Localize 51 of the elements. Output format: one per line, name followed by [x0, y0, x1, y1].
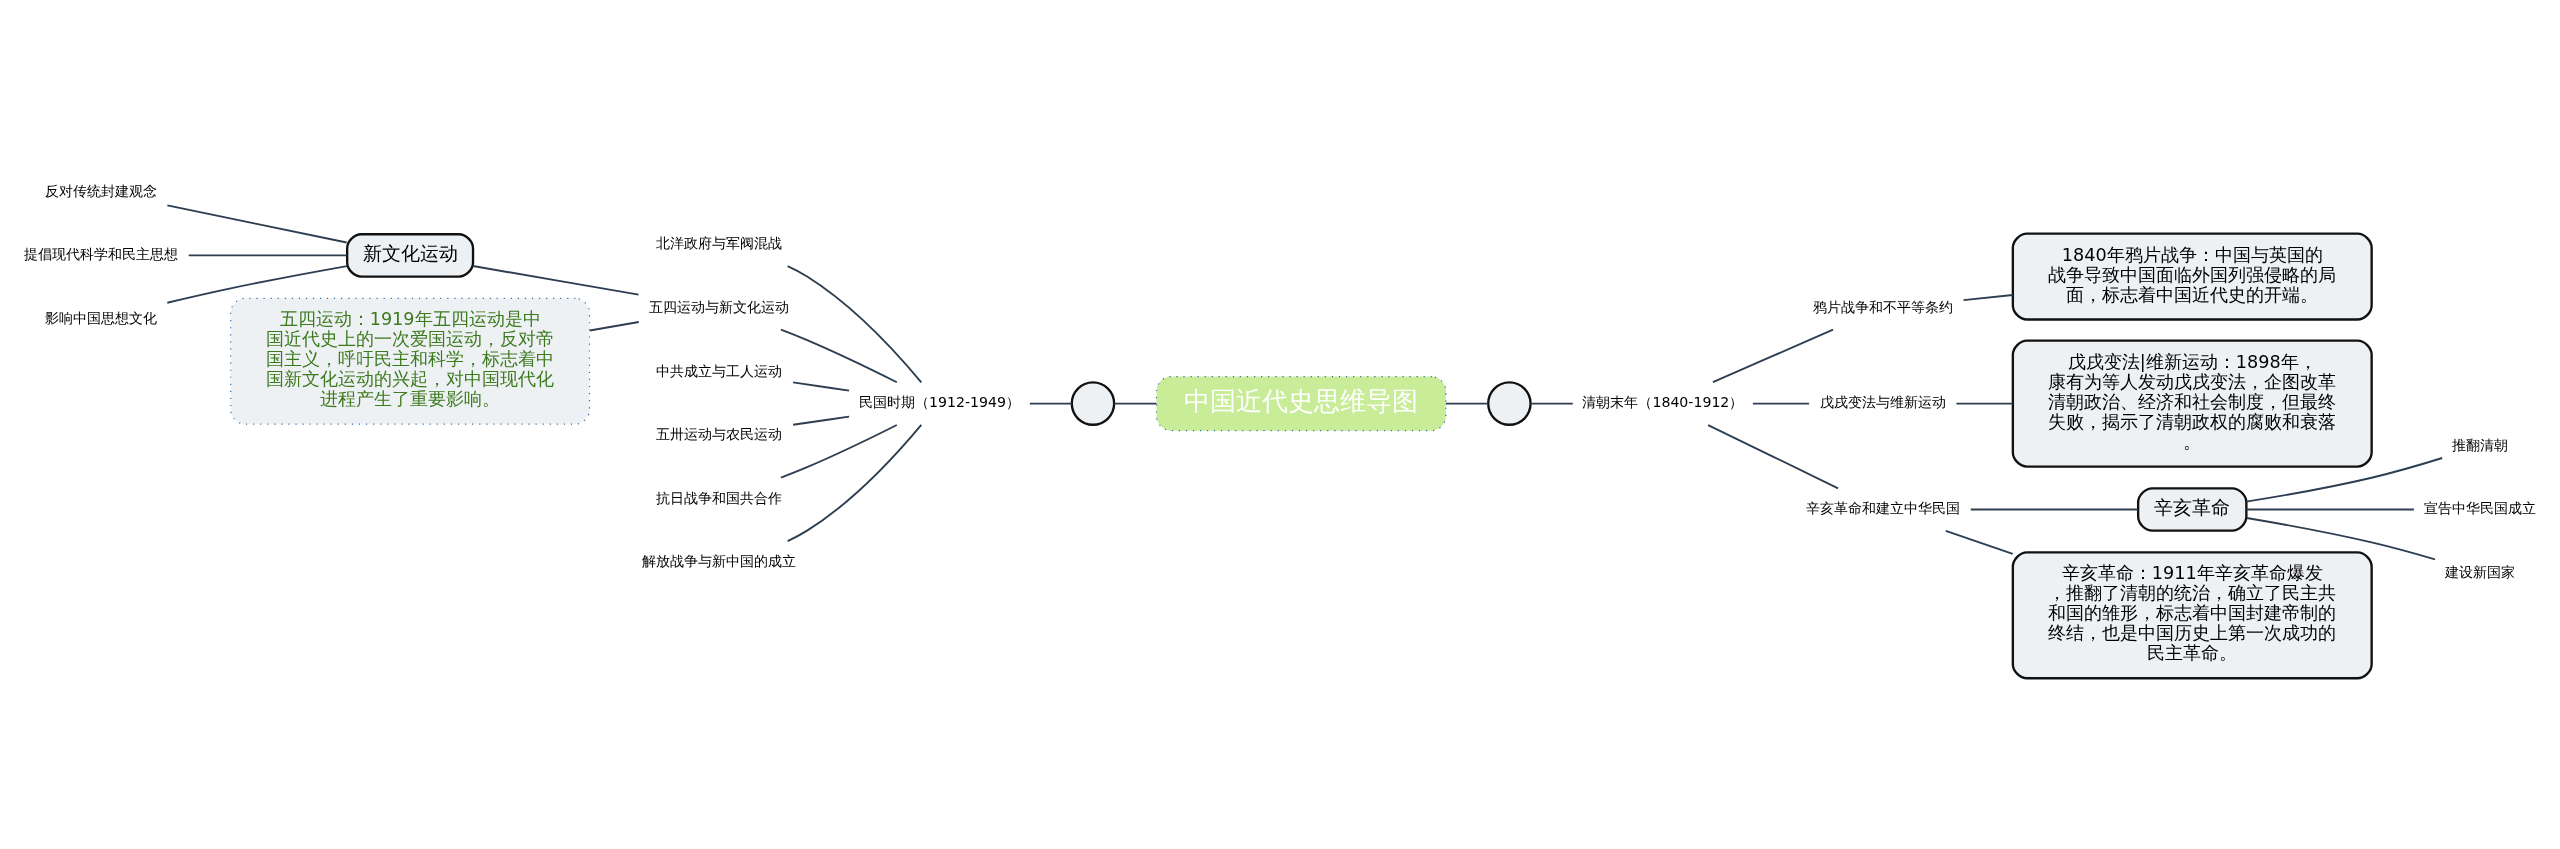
node-text: 戊戌变法与维新运动 — [1819, 394, 1946, 411]
connector — [786, 265, 923, 384]
connector — [1028, 402, 1073, 405]
connector — [1444, 402, 1489, 405]
connector — [1707, 424, 1840, 490]
node-text: 宣告中华民国成立 — [2424, 500, 2537, 517]
connector — [792, 415, 851, 426]
connector — [1955, 402, 2014, 405]
node-text: 提倡现代科学和民主思想 — [23, 246, 178, 263]
node-text: 抗日战争和国共合作 — [656, 489, 783, 506]
node-text: 辛亥革命和建立中华民国 — [1805, 500, 1960, 517]
node-text: 解放战争与新中国的成立 — [642, 553, 797, 570]
node-text: 北洋政府与军阀混战 — [656, 235, 783, 252]
connector — [472, 265, 640, 296]
node-box: 戊戌变法|维新运动：1898年，康有为等人发动戊戌变法，企图改革清朝政治、经济和社会制度，但最终失败，揭示了清朝政权的腐败和衰落。 — [2011, 339, 2373, 468]
connector — [786, 423, 923, 542]
node-box: 中国近代史思维导图 — [1155, 375, 1447, 432]
node-text: 推翻清朝 — [2452, 436, 2509, 453]
connector — [2245, 457, 2444, 503]
connector — [1969, 508, 2139, 511]
node-text: 中共成立与工人运动 — [656, 362, 783, 379]
connector — [780, 328, 898, 384]
node-box: 1840年鸦片战争：中国与英国的战争导致中国面临外国列强侵略的局面，标志着中国近代史的开端。 — [2011, 232, 2373, 321]
node-text: 五四运动与新文化运动 — [649, 298, 790, 315]
connector — [2245, 517, 2436, 561]
node-box: 辛亥革命 — [2136, 487, 2248, 532]
connector — [187, 254, 348, 257]
connector — [792, 381, 851, 392]
node-text: 鸦片战争和不平等条约 — [1812, 298, 1953, 315]
node-text: 反对传统封建观念 — [44, 182, 157, 199]
connector — [1113, 402, 1158, 405]
connector — [166, 265, 348, 304]
node-text: 清朝末年（1840-1912） — [1582, 394, 1744, 411]
node-circle — [1487, 381, 1532, 426]
connector — [1944, 529, 2014, 555]
connector — [1751, 402, 1811, 405]
node-text: 民国时期（1912-1949） — [859, 394, 1020, 411]
node-box: 辛亥革命：1911年辛亥革命爆发，推翻了清朝的统治，确立了民主共和国的雏形，标志着中国封建帝制的终结，也是中国历史上第一次成功的民主革命。 — [2011, 551, 2373, 680]
node-circle — [1070, 381, 1116, 426]
node-box: 五四运动：1919年五四运动是中国近代史上的一次爱国运动，反对帝国主义，呼吁民主和科学，标志着中国新文化运动的兴起，对中国现代化进程产生了重要影响。 — [230, 297, 591, 425]
node-text: 建设新国家 — [2445, 563, 2516, 580]
connector — [1962, 294, 2014, 302]
connector — [1712, 328, 1834, 384]
connector — [780, 424, 898, 479]
node-text: 影响中国思想文化 — [44, 309, 157, 326]
connector — [2245, 508, 2415, 511]
connector — [1529, 402, 1574, 405]
node-text: 五卅运动与农民运动 — [656, 426, 783, 443]
node-box: 新文化运动 — [346, 233, 475, 278]
connector — [588, 321, 640, 332]
connector — [166, 204, 348, 244]
